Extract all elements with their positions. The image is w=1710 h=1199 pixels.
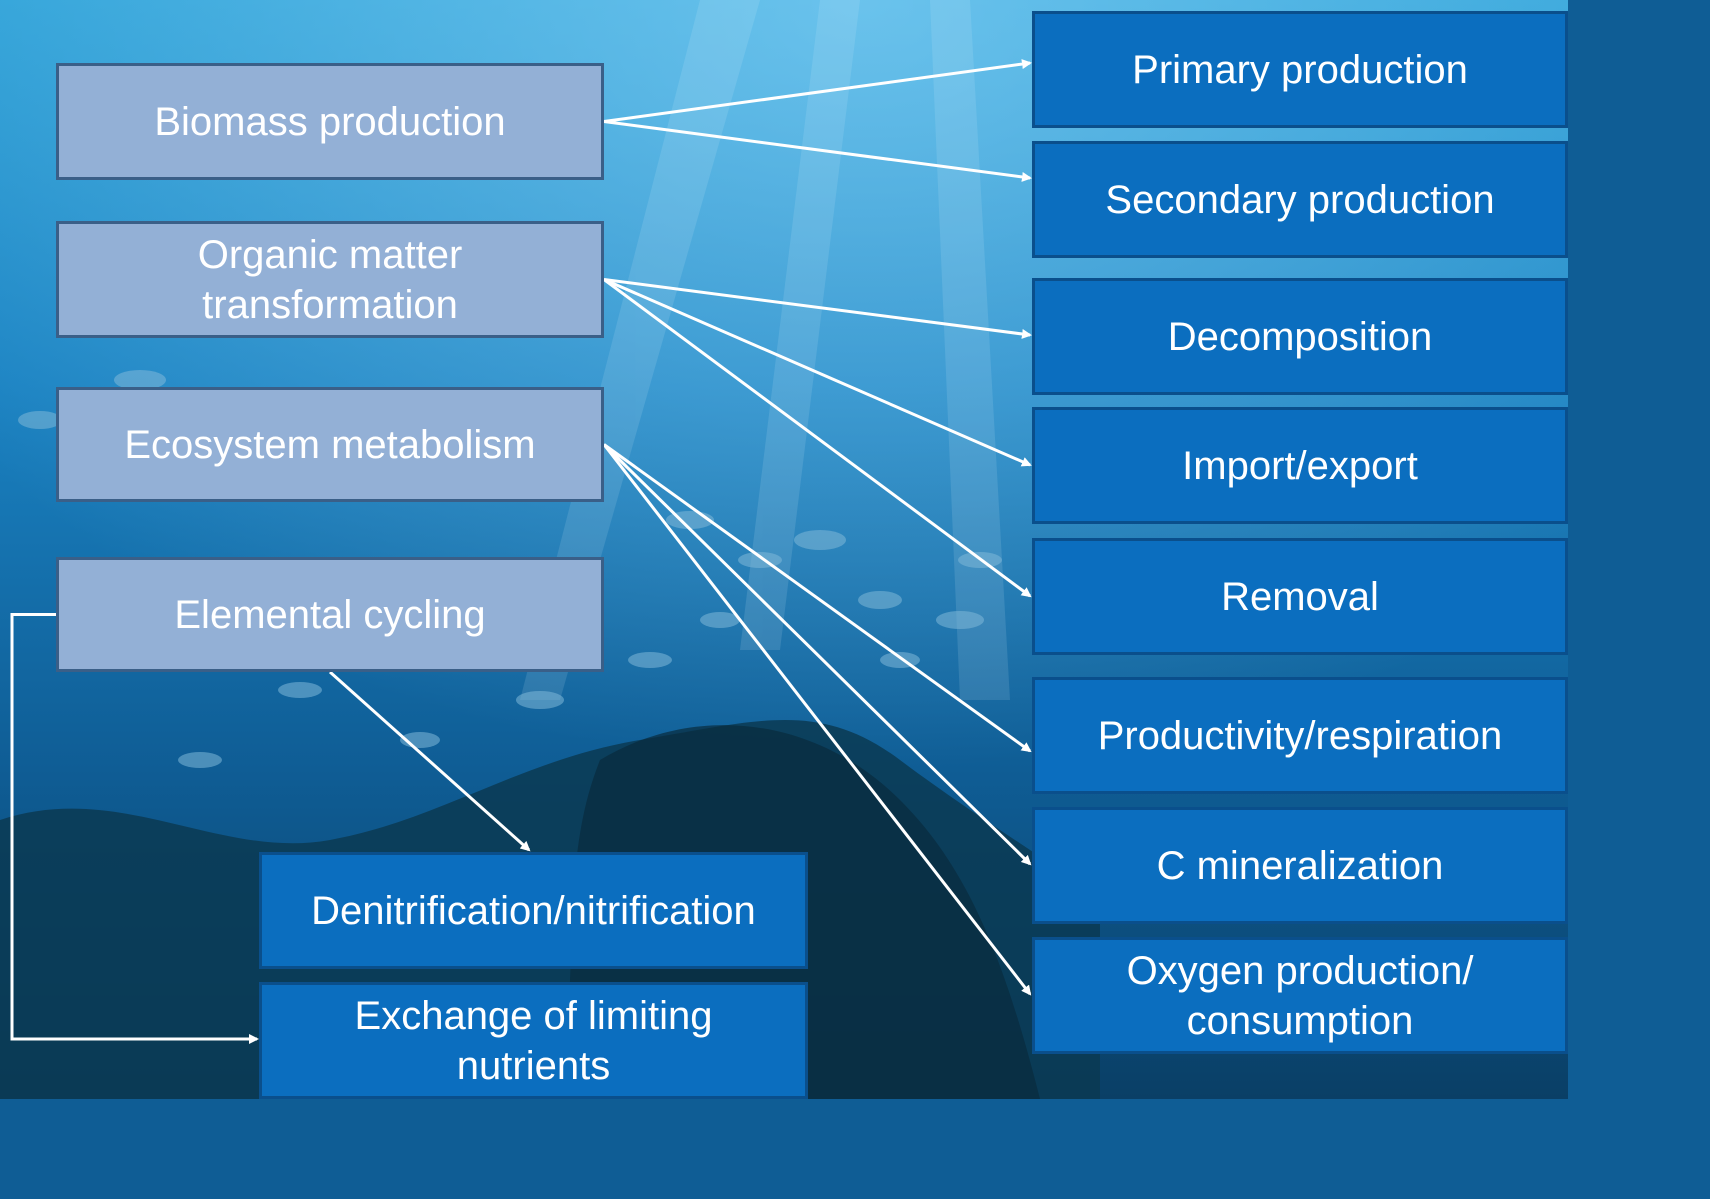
node-primary: Primary production [1032, 11, 1568, 128]
node-oxygen-label: Oxygen production/ consumption [1126, 948, 1474, 1043]
connector-arrows [10, 59, 1032, 1044]
node-metabolism: Ecosystem metabolism [56, 387, 604, 502]
node-cycling: Elemental cycling [56, 557, 604, 672]
arrow-metabolism-to-productivity [603, 443, 1032, 753]
node-denitrification-label: Denitrification/nitrification [311, 888, 756, 933]
node-removal-label: Removal [1221, 574, 1379, 619]
node-removal: Removal [1032, 538, 1568, 655]
node-exchange-label: Exchange of limiting nutrients [354, 993, 713, 1088]
node-denitrification: Denitrification/nitrification [259, 852, 808, 969]
fish-school [18, 370, 1002, 768]
node-productivity-label: Productivity/respiration [1097, 713, 1503, 758]
arrow-cycling-to-exchange [10, 613, 259, 1044]
node-biomass-label: Biomass production [154, 99, 506, 144]
node-oxygen: Oxygen production/ consumption [1032, 937, 1568, 1054]
arrow-biomass-to-secondary [603, 120, 1032, 182]
node-cycling-label: Elemental cycling [174, 592, 486, 637]
node-metabolism-label: Ecosystem metabolism [124, 422, 536, 467]
arrow-organic-to-removal [603, 278, 1032, 598]
node-cmin: C mineralization [1032, 807, 1568, 924]
node-cmin-label: C mineralization [1156, 843, 1444, 888]
node-importexport: Import/export [1032, 407, 1568, 524]
node-decomposition: Decomposition [1032, 278, 1568, 395]
arrow-metabolism-to-oxygen [602, 443, 1032, 996]
arrow-organic-to-decomposition [603, 278, 1032, 339]
node-decomposition-label: Decomposition [1167, 314, 1433, 359]
node-productivity: Productivity/respiration [1032, 677, 1568, 794]
arrow-metabolism-to-cmin [602, 443, 1032, 866]
arrow-biomass-to-primary [603, 59, 1032, 123]
light-rays [520, 0, 1010, 700]
node-primary-label: Primary production [1132, 47, 1468, 92]
node-secondary-label: Secondary production [1105, 177, 1495, 222]
arrow-organic-to-importexport [603, 278, 1032, 467]
node-organic: Organic matter transformation [56, 221, 604, 338]
node-organic-label: Organic matter transformation [197, 232, 463, 327]
node-exchange: Exchange of limiting nutrients [259, 982, 808, 1099]
node-importexport-label: Import/export [1182, 443, 1418, 488]
arrow-cycling-to-denitrification [328, 670, 531, 852]
node-secondary: Secondary production [1032, 141, 1568, 258]
node-biomass: Biomass production [56, 63, 604, 180]
